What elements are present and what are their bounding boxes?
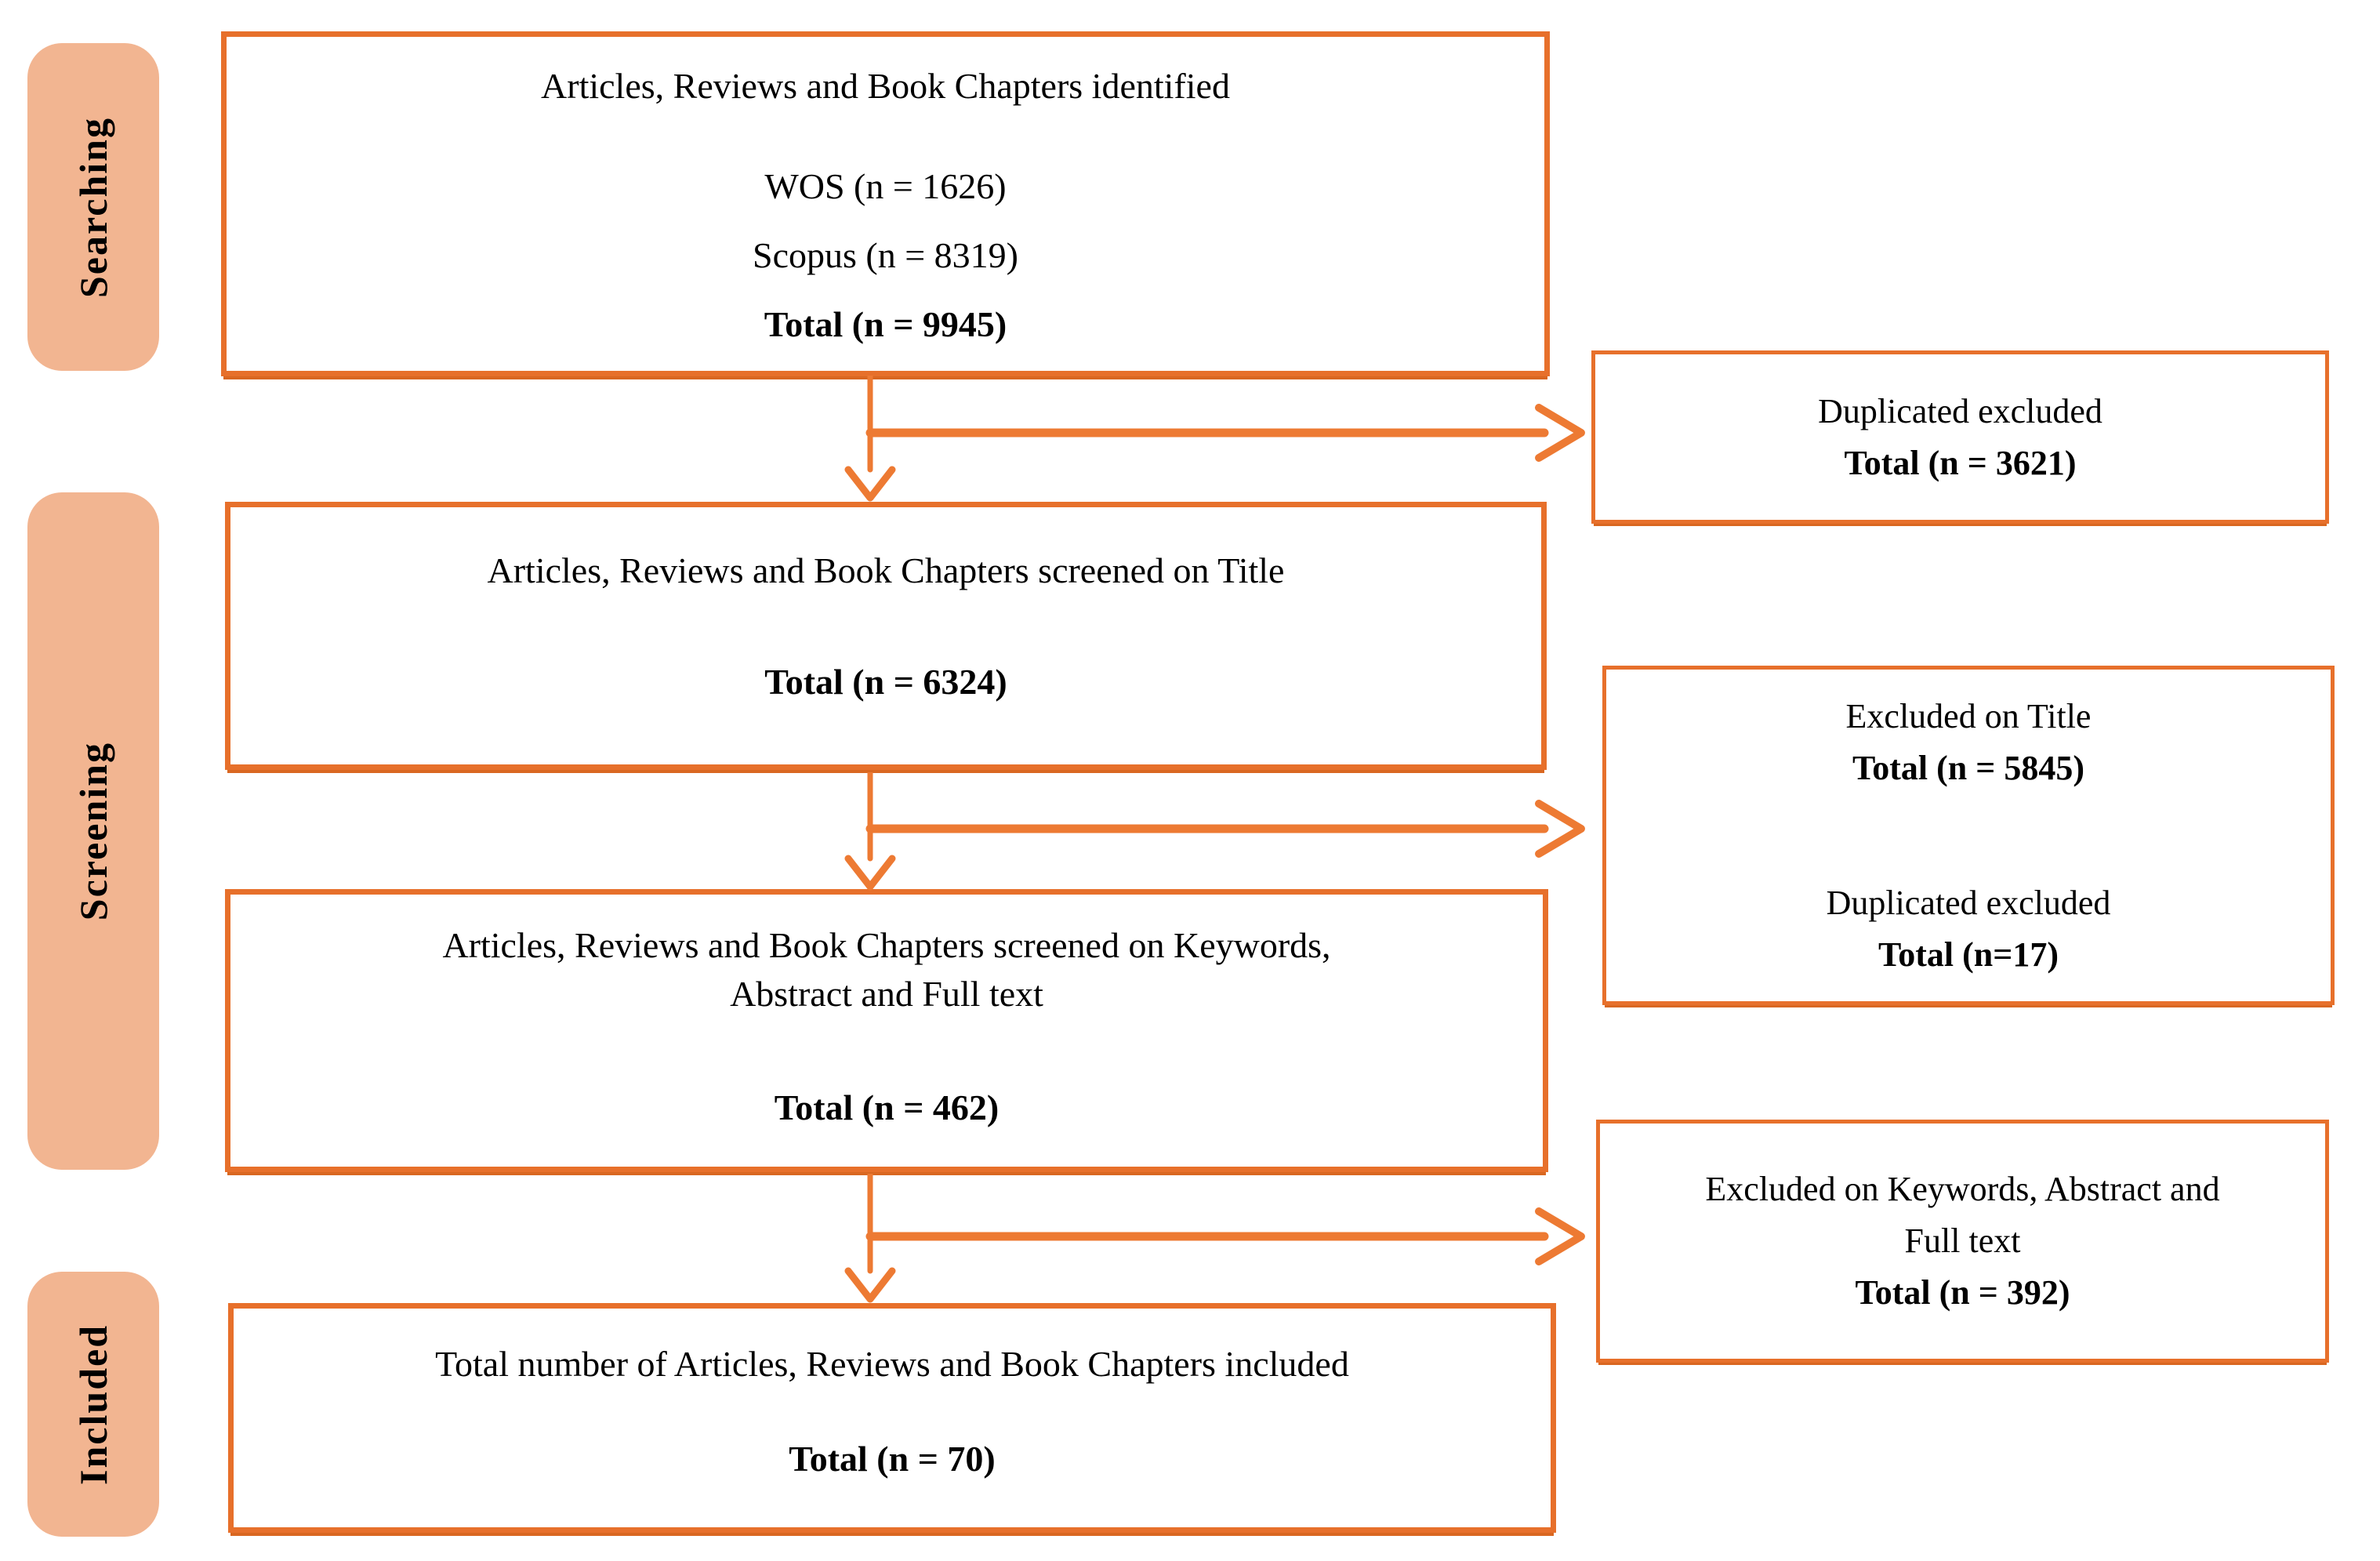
box-excluded-on-keywords: Excluded on Keywords, Abstract and Full … <box>1596 1120 2329 1363</box>
source-count-scopus: Scopus (n = 8319) <box>753 234 1018 275</box>
source-count-wos: WOS (n = 1626) <box>764 165 1007 206</box>
stage-label-text: Screening <box>71 741 115 921</box>
exclusion-label: Duplicated excluded <box>1826 883 2111 922</box>
box-title: Articles, Reviews and Book Chapters scre… <box>442 925 1331 1015</box>
box-total: Total (n = 462) <box>774 1087 1000 1127</box>
box-included-total: Total number of Articles, Reviews and Bo… <box>228 1303 1556 1533</box>
exclusion-total: Total (n = 392) <box>1855 1273 2070 1312</box>
stage-label-screening: Screening <box>27 492 159 1170</box>
box-total: Total (n = 6324) <box>764 661 1007 702</box>
exclusion-label: Excluded on Keywords, Abstract and Full … <box>1705 1170 2220 1260</box>
box-identified: Articles, Reviews and Book Chapters iden… <box>221 31 1550 376</box>
box-lines: WOS (n = 1626) Scopus (n = 8319) <box>753 162 1018 280</box>
right-arrowhead-icon <box>1535 800 1585 858</box>
box-screened-on-keywords: Articles, Reviews and Book Chapters scre… <box>225 889 1548 1172</box>
connector-identified <box>844 376 1585 502</box>
exclusion-entry: Excluded on Title Total (n = 5845) <box>1846 691 2092 794</box>
right-arrowhead-icon <box>1535 1207 1585 1265</box>
exclusion-total: Total (n=17) <box>1878 935 2059 974</box>
stage-label-searching: Searching <box>27 43 159 371</box>
box-title: Articles, Reviews and Book Chapters iden… <box>541 66 1230 106</box>
box-total: Total (n = 9945) <box>764 303 1007 344</box>
exclusion-total: Total (n = 5845) <box>1852 748 2085 787</box>
right-arrowhead-icon <box>1535 404 1585 462</box>
exclusion-entry: Excluded on Keywords, Abstract and Full … <box>1689 1163 2237 1319</box>
stage-label-included: Included <box>27 1272 159 1537</box>
connector-screened-title <box>844 772 1585 891</box>
down-arrowhead-icon <box>844 466 896 502</box>
box-total: Total (n = 70) <box>789 1438 996 1479</box>
box-excluded-on-title: Excluded on Title Total (n = 5845) Dupli… <box>1602 666 2335 1005</box>
down-arrowhead-icon <box>844 855 896 891</box>
exclusion-label: Duplicated excluded <box>1818 391 2102 430</box>
exclusion-total: Total (n = 3621) <box>1844 443 2077 482</box>
connector-screened-keywords <box>844 1174 1585 1303</box>
box-duplicated-excluded: Duplicated excluded Total (n = 3621) <box>1591 350 2329 524</box>
exclusion-label: Excluded on Title <box>1845 696 2092 735</box>
box-screened-on-title: Articles, Reviews and Book Chapters scre… <box>225 502 1547 770</box>
down-arrowhead-icon <box>844 1267 896 1303</box>
exclusion-entry: Duplicated excluded Total (n=17) <box>1827 877 2111 981</box>
stage-label-text: Searching <box>71 116 115 298</box>
exclusion-entry: Duplicated excluded Total (n = 3621) <box>1818 386 2102 489</box>
box-title: Total number of Articles, Reviews and Bo… <box>435 1344 1349 1384</box>
stage-label-text: Included <box>71 1323 115 1485</box>
box-title: Articles, Reviews and Book Chapters scre… <box>487 550 1285 590</box>
